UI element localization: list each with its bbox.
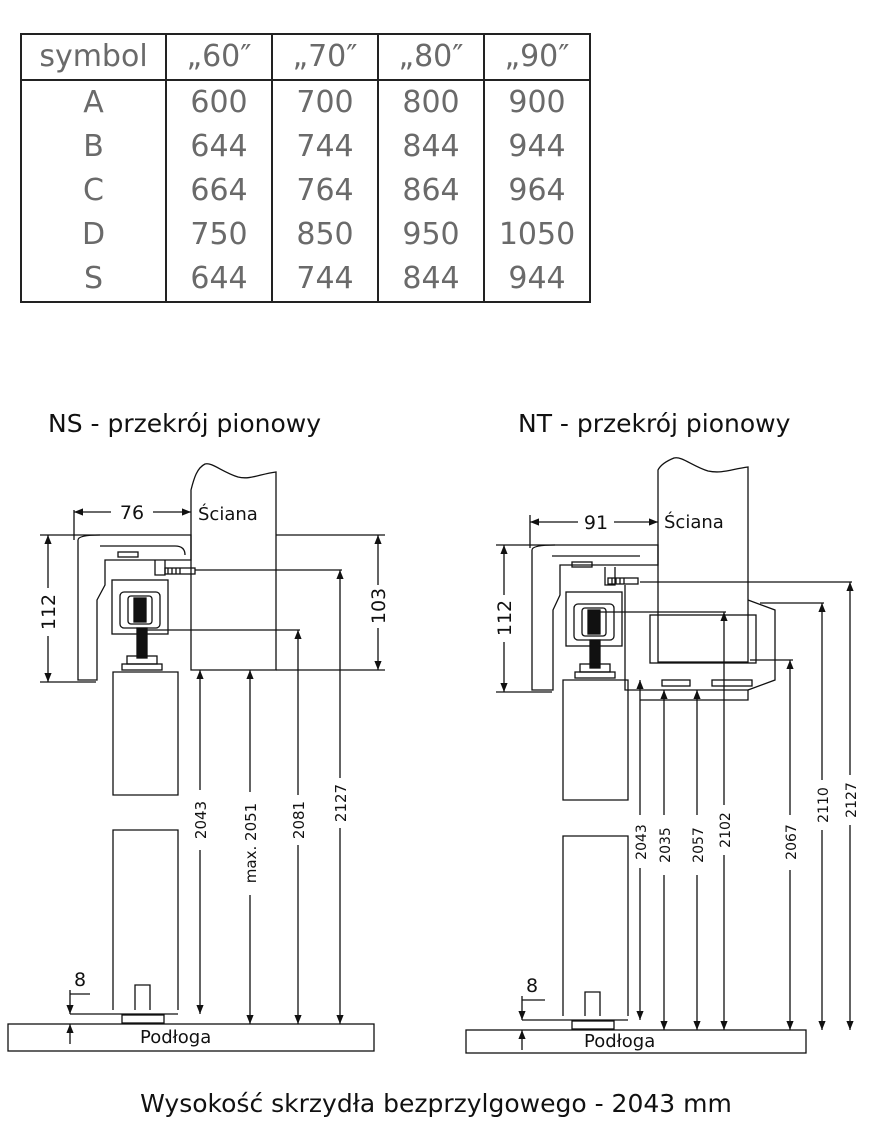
table-cell: 1050 — [483, 213, 591, 257]
ns-track-lip — [154, 560, 166, 576]
nt-dim-2057-label: 2057 — [691, 827, 707, 863]
table-cell: 800 — [377, 79, 485, 125]
nt-bracket-plate — [649, 614, 757, 664]
table-cell: A — [20, 79, 167, 125]
table-cell: D — [20, 213, 167, 257]
ns-track-slot — [117, 551, 139, 558]
table-cell: 844 — [377, 125, 485, 169]
table-row: S 644 744 844 944 — [20, 257, 591, 303]
nt-dim-2110-label: 2110 — [816, 787, 832, 823]
table-row: A 600 700 800 900 — [20, 79, 591, 125]
ns-track-inner — [100, 545, 186, 556]
table-cell: B — [20, 125, 167, 169]
nt-door-upper — [562, 679, 629, 801]
nt-drawing: NT - przekrój pionowy Ściana — [465, 409, 860, 1054]
table-cell: S — [20, 257, 167, 303]
table-cell: C — [20, 169, 167, 213]
nt-dim-2043-label: 2043 — [634, 824, 650, 860]
nt-screw — [607, 577, 639, 585]
ns-wall — [190, 463, 277, 671]
ns-title: NS - przekrój pionowy — [48, 409, 321, 438]
nt-track-slot — [571, 561, 593, 568]
table-cell: 850 — [271, 213, 379, 257]
ns-dim-2043-label: 2043 — [192, 801, 210, 839]
nt-dim-2127-label: 2127 — [844, 782, 860, 818]
nt-floor-guide — [584, 991, 601, 1016]
table-cell: 600 — [165, 79, 273, 125]
ns-dim-2127-label: 2127 — [332, 784, 350, 822]
table-cell: 964 — [483, 169, 591, 213]
table-cell: 944 — [483, 125, 591, 169]
nt-bracket — [624, 585, 749, 701]
table-cell: 950 — [377, 213, 485, 257]
ns-door-upper — [112, 671, 179, 796]
table-cell: 764 — [271, 169, 379, 213]
table-cell: 900 — [483, 79, 591, 125]
ns-floor-label: Podłoga — [140, 1027, 211, 1048]
footer-caption: Wysokość skrzydła bezprzylgowego - 2043 … — [140, 1089, 732, 1118]
table-cell: 744 — [271, 125, 379, 169]
nt-dim-2035-label: 2035 — [658, 827, 674, 863]
ns-dim-76-label: 76 — [120, 502, 144, 524]
ns-floor-guide-base — [121, 1014, 165, 1024]
nt-roller — [581, 607, 607, 637]
size-table: symbol „60″ „70″ „80″ „90″ A 600 700 800… — [20, 33, 591, 303]
table-cell: 644 — [165, 125, 273, 169]
nt-door-lower — [562, 835, 629, 1016]
nt-dim-8-label: 8 — [526, 975, 538, 997]
nt-floor — [465, 1029, 807, 1054]
header-80: „80″ — [377, 33, 485, 81]
nt-track-lip — [604, 567, 616, 586]
nt-bracket-side — [747, 599, 776, 691]
nt-dim-112-label: 112 — [494, 600, 516, 636]
ns-floor-guide — [134, 984, 151, 1010]
nt-bracket-slot — [711, 679, 753, 687]
nt-wall — [657, 457, 749, 663]
nt-bracket-slot — [661, 679, 691, 687]
ns-bolt — [136, 627, 148, 659]
nt-dim-2067-label: 2067 — [784, 824, 800, 860]
nt-title: NT - przekrój pionowy — [518, 409, 791, 438]
table-row: C 664 764 864 964 — [20, 169, 591, 213]
table-row: B 644 744 844 944 — [20, 125, 591, 169]
table-header-row: symbol „60″ „70″ „80″ „90″ — [20, 33, 591, 81]
table-cell: 864 — [377, 169, 485, 213]
nt-floor-label: Podłoga — [584, 1031, 655, 1052]
nt-wall-label: Ściana — [664, 511, 724, 533]
nt-floor-guide-base — [571, 1020, 615, 1030]
header-60: „60″ — [165, 33, 273, 81]
nt-dim-2102-label: 2102 — [718, 812, 734, 848]
table-cell: 664 — [165, 169, 273, 213]
ns-floor — [7, 1023, 375, 1052]
ns-roller — [127, 595, 153, 625]
nt-roller-core — [587, 609, 601, 635]
header-70: „70″ — [271, 33, 379, 81]
ns-drawing: NS - przekrój pionowy Ściana Pod — [7, 409, 390, 1052]
nt-bolt-plate — [574, 671, 616, 679]
ns-door-lower — [112, 829, 179, 1010]
table-cell: 644 — [165, 257, 273, 303]
nt-dim-91-label: 91 — [584, 512, 608, 534]
ns-wall-label: Ściana — [198, 503, 258, 525]
ns-dim-2081-label: 2081 — [290, 801, 308, 839]
table-row: D 750 850 950 1050 — [20, 213, 591, 257]
table-cell: 844 — [377, 257, 485, 303]
ns-dim-8-label: 8 — [74, 969, 86, 991]
table-cell: 744 — [271, 257, 379, 303]
header-90: „90″ — [483, 33, 591, 81]
nt-bolt — [589, 639, 601, 669]
ns-dim-103-label: 103 — [368, 588, 390, 624]
ns-bolt-plate — [121, 663, 163, 671]
table-cell: 944 — [483, 257, 591, 303]
ns-dim-112-label: 112 — [38, 594, 60, 630]
header-symbol: symbol — [20, 33, 167, 81]
ns-roller-core — [133, 597, 147, 623]
table-cell: 750 — [165, 213, 273, 257]
ns-dim-2051-label: max. 2051 — [242, 803, 260, 883]
table-cell: 700 — [271, 79, 379, 125]
